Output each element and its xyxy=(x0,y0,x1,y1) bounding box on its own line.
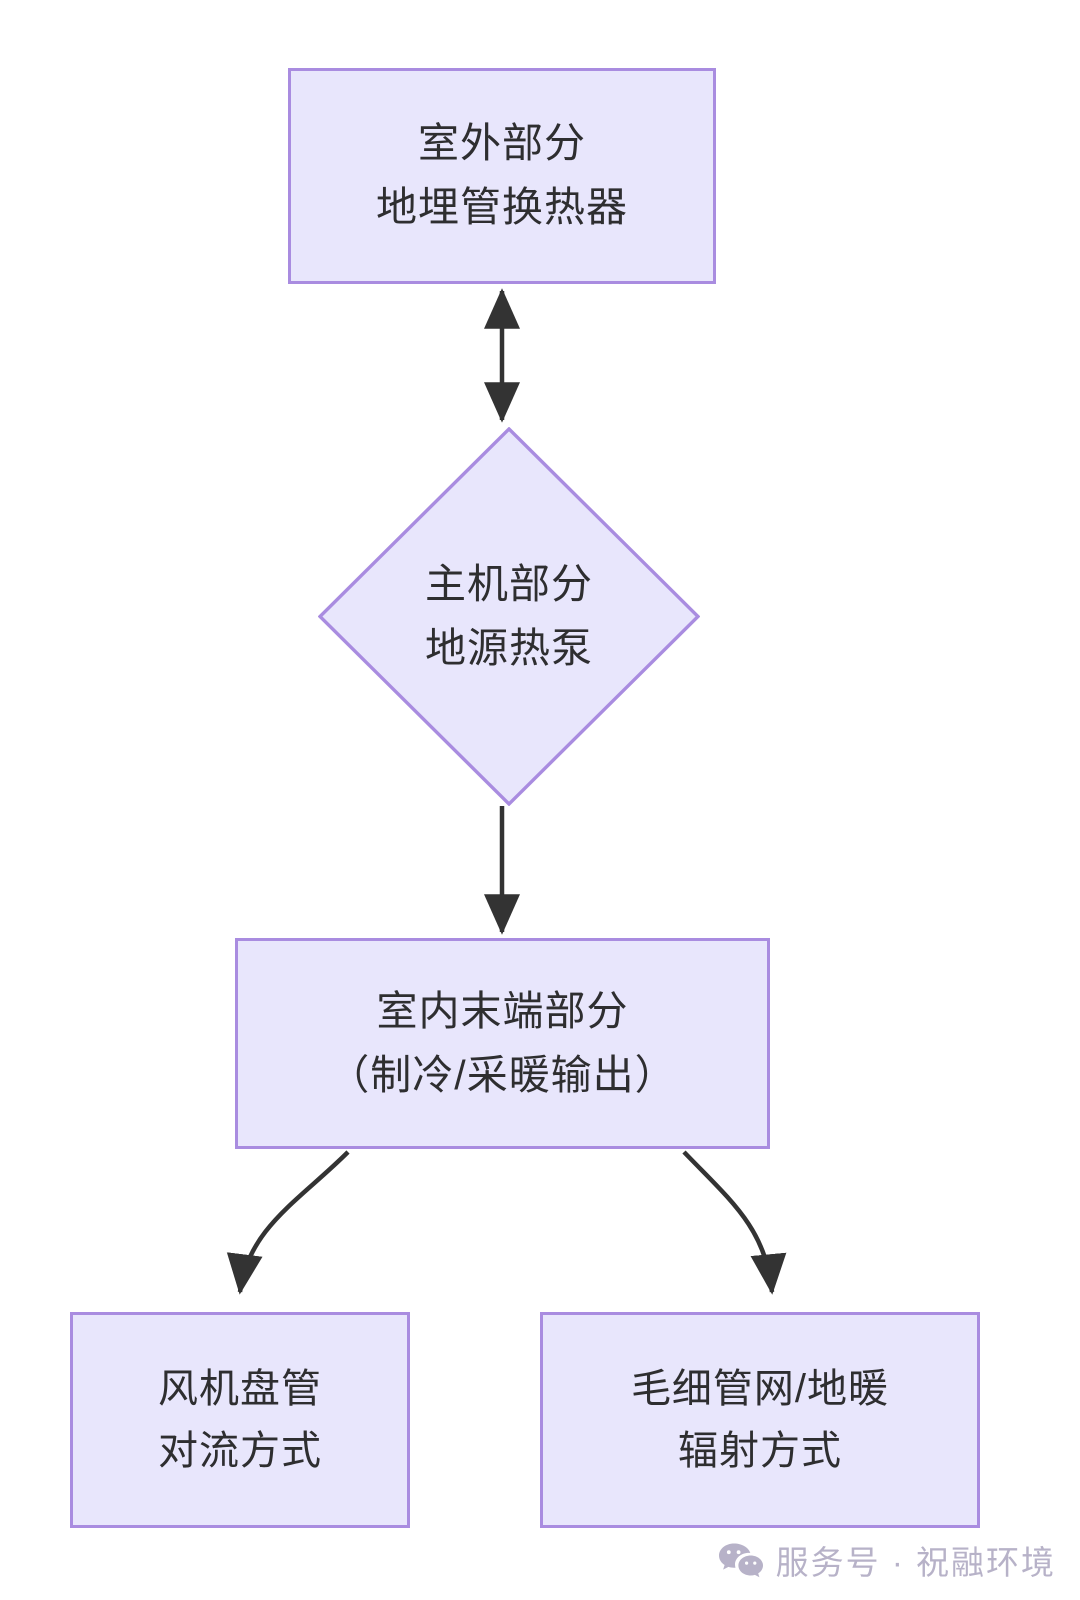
node-capillary-floor-heating[interactable]: 毛细管网/地暖 辐射方式 xyxy=(540,1312,980,1528)
node-indoor-terminal-section[interactable]: 室内末端部分 （制冷/采暖输出） xyxy=(235,938,770,1149)
wechat-icon xyxy=(718,1543,763,1578)
node-outdoor-line1: 室外部分 xyxy=(418,120,586,167)
edge-indoor-to-fancoil xyxy=(226,1150,350,1295)
node-indoor-line2: （制冷/采暖输出） xyxy=(328,1051,677,1098)
node-indoor-line1: 室内末端部分 xyxy=(376,987,629,1034)
node-host-section[interactable]: 主机部分 地源热泵 xyxy=(318,427,700,806)
node-fan-coil-unit[interactable]: 风机盘管 对流方式 xyxy=(70,1312,410,1528)
node-fancoil-line2: 对流方式 xyxy=(158,1429,322,1473)
node-capillary-line2: 辐射方式 xyxy=(678,1429,842,1473)
node-outdoor-line2: 地埋管换热器 xyxy=(376,184,628,230)
node-capillary-line1: 毛细管网/地暖 xyxy=(630,1367,890,1411)
watermark: 服务号 · 祝融环境 xyxy=(718,1536,1056,1584)
node-outdoor-section[interactable]: 室外部分 地埋管换热器 xyxy=(288,68,716,284)
watermark-text: 服务号 · 祝融环境 xyxy=(775,1544,1056,1581)
node-host-label: 主机部分 地源热泵 xyxy=(318,427,700,806)
edge-indoor-to-capillary xyxy=(682,1150,787,1295)
node-host-line1: 主机部分 xyxy=(425,560,593,607)
node-fancoil-line1: 风机盘管 xyxy=(158,1367,322,1411)
node-host-line2: 地源热泵 xyxy=(425,624,593,671)
diamond-shape xyxy=(318,427,700,806)
